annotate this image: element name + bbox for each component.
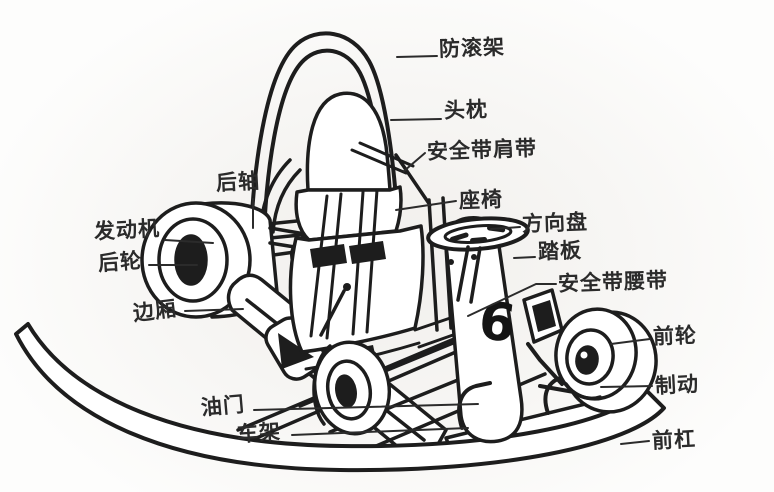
steering-wheel-shape: [426, 216, 530, 252]
label-rear-axle: 后轴: [215, 168, 261, 196]
label-headrest: 头枕: [443, 97, 489, 123]
leader-lap-belt: [467, 283, 557, 317]
leader-throttle: [253, 403, 479, 411]
label-lap-belt: 安全带腰带: [557, 268, 669, 296]
label-shoulder-belt: 安全带肩带: [426, 136, 538, 164]
label-throttle: 油门: [199, 392, 246, 420]
steering-column: [456, 245, 482, 304]
label-front-wheel: 前轮: [652, 323, 698, 349]
label-side-pod: 边厢: [131, 296, 179, 326]
front-bumper-shape: [14, 322, 666, 473]
rear-wheel-shape: [140, 201, 279, 319]
leader-brake: [600, 385, 653, 388]
label-brake: 制动: [654, 371, 700, 399]
right-panel: [522, 288, 564, 344]
leader-headrest: [390, 118, 442, 121]
label-pedal: 踏板: [537, 238, 583, 264]
leader-seat: [395, 200, 457, 211]
leader-pedal: [513, 256, 536, 259]
leader-front-bumper: [620, 440, 650, 445]
leader-lines: [148, 55, 653, 445]
label-roll-cage: 防滚架: [438, 34, 506, 62]
leader-side-pod: [184, 308, 244, 312]
leader-engine: [164, 239, 214, 244]
label-seat: 座椅: [458, 187, 504, 213]
label-rear-wheel: 后轮: [97, 248, 143, 276]
leader-shoulder-belt: [403, 152, 426, 172]
shoulder-belt-upper: [350, 141, 415, 175]
leader-steering-wheel: [490, 226, 521, 230]
shoulder-straps: [309, 188, 386, 340]
label-front-bumper: 前杠: [651, 426, 697, 454]
leader-front-wheel: [610, 338, 651, 345]
front-left-wheel-shape: [312, 340, 392, 436]
label-frame: 车架: [236, 419, 282, 447]
label-steering-wheel: 方向盘: [521, 209, 589, 237]
leader-frame: [291, 427, 469, 436]
leader-roll-cage: [396, 55, 438, 58]
label-engine: 发动机: [93, 216, 161, 244]
kart-number: 6: [476, 291, 519, 355]
gear-lever: [319, 283, 351, 337]
